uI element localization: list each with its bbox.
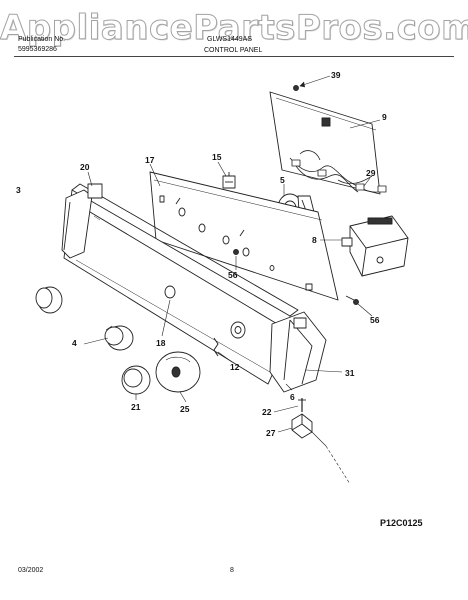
knob-4 (104, 325, 134, 351)
callout-29: 29 (366, 168, 376, 178)
screw-56-right (345, 295, 359, 305)
footer-page-number: 8 (230, 567, 234, 574)
callout-31: 31 (345, 368, 355, 378)
diagram-code: P12C0125 (380, 518, 423, 528)
screw-56-center (233, 249, 239, 255)
callout-8: 8 (312, 235, 317, 245)
callout-27: 27 (266, 428, 276, 438)
left-end-cap (61, 183, 103, 259)
callout-22: 22 (262, 407, 272, 417)
callout-5: 5 (280, 175, 285, 185)
clip-27 (291, 413, 313, 439)
selector-switch (222, 172, 236, 189)
callout-56-right: 56 (370, 315, 380, 325)
callout-12: 12 (230, 362, 240, 372)
knob-left (35, 286, 63, 314)
callout-3: 3 (16, 185, 21, 195)
callout-15: 15 (212, 152, 222, 162)
callout-21: 21 (131, 402, 141, 412)
callout-9: 9 (382, 112, 387, 122)
dial-skirt-25 (155, 351, 201, 393)
timer-assembly (341, 215, 409, 277)
section-title: CONTROL PANEL (204, 47, 263, 54)
callout-6: 6 (290, 392, 295, 402)
screw-22 (298, 398, 306, 412)
callout-4: 4 (72, 338, 77, 348)
wire-harness (289, 150, 387, 193)
small-spring-12 (213, 337, 219, 357)
leader-lines (83, 75, 381, 485)
callout-18: 18 (156, 338, 166, 348)
publication-number: 5995369286 (18, 46, 57, 53)
header-rule (14, 56, 454, 57)
knob-21 (121, 365, 151, 395)
right-end-cap (269, 311, 327, 393)
model-number: GLWS1449AS (207, 36, 253, 43)
watermark: AppliancePartsPros.com (0, 8, 468, 49)
publication-label: Publication No. (18, 36, 66, 43)
control-panel-back (149, 171, 339, 301)
callout-20: 20 (80, 162, 90, 172)
footer-date: 03/2002 (18, 567, 44, 574)
control-console (63, 183, 299, 385)
callout-25: 25 (180, 404, 190, 414)
callout-39: 39 (331, 70, 341, 80)
callout-17: 17 (145, 155, 155, 165)
callout-56-center: 56 (228, 270, 238, 280)
